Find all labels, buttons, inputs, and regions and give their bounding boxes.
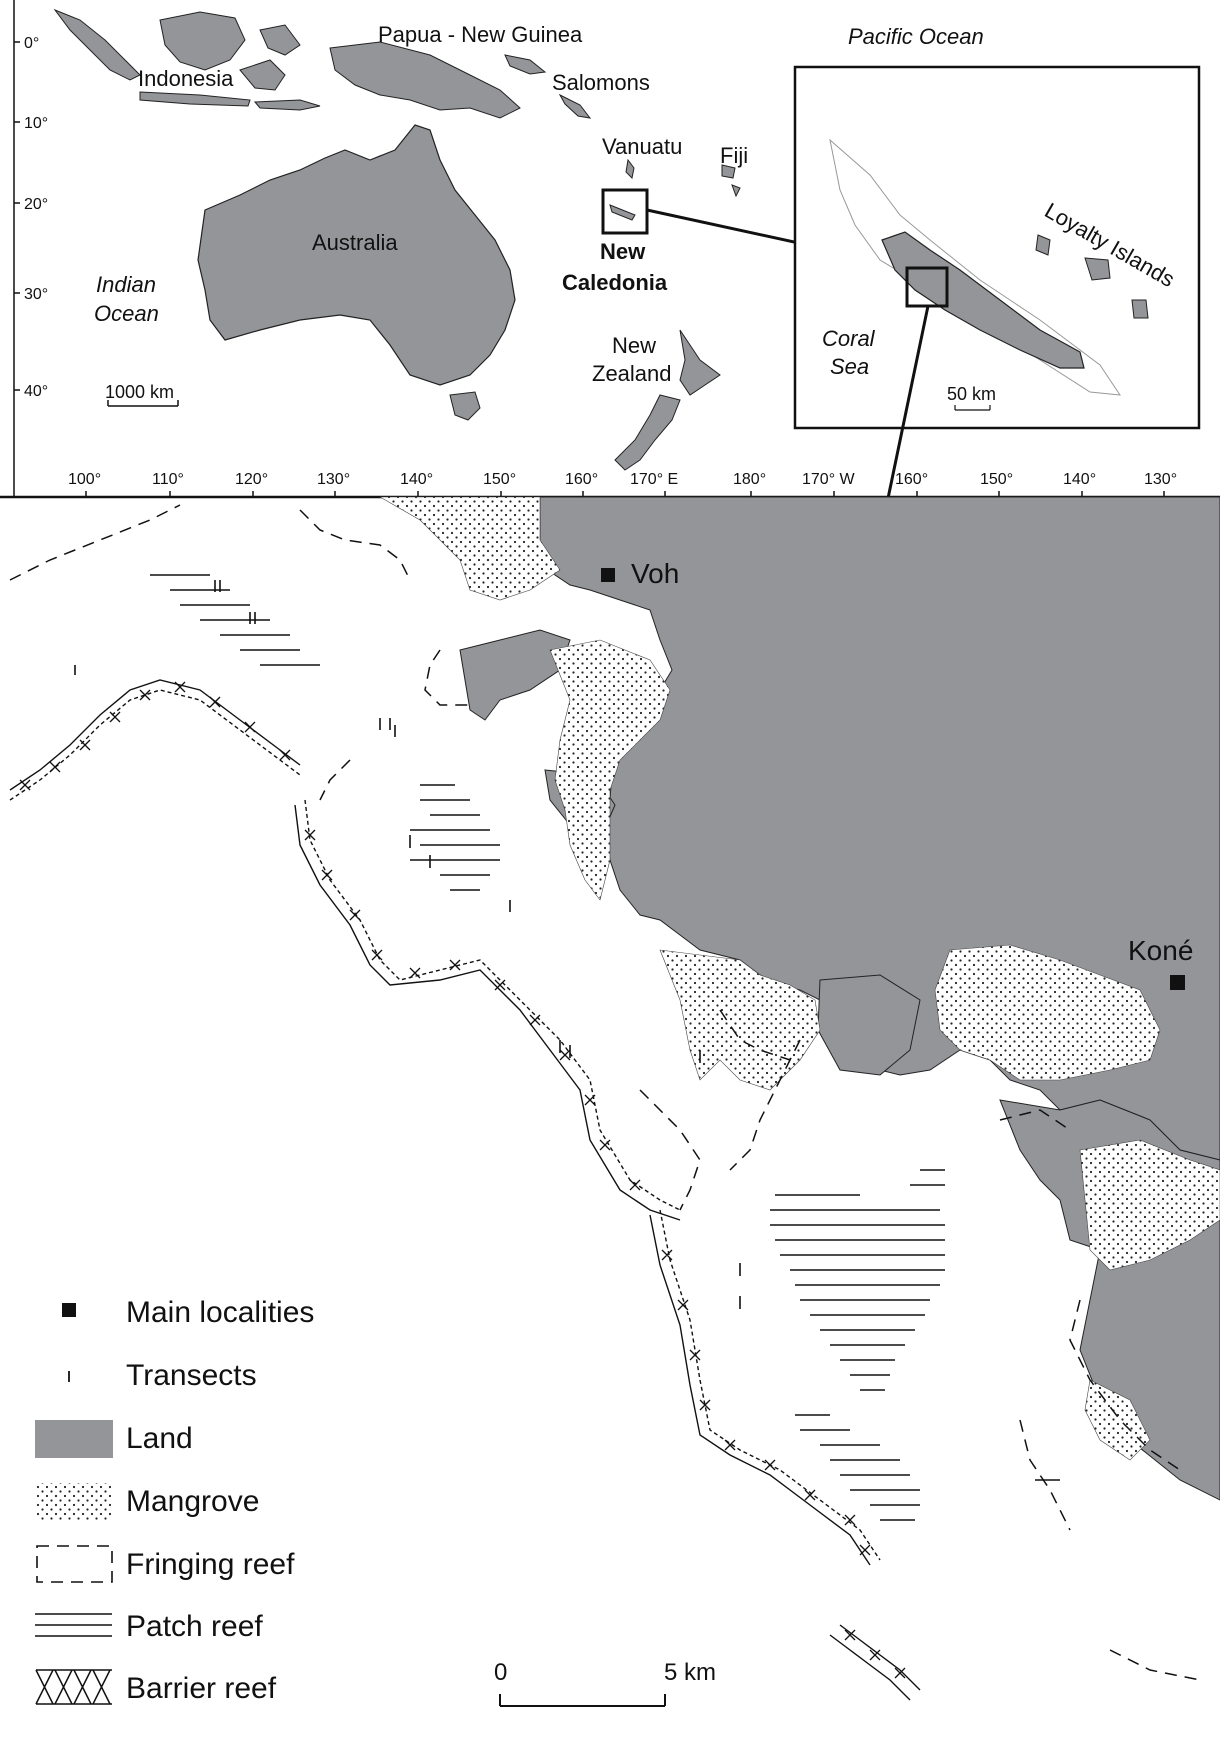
legend-label-transects: Transects <box>126 1359 257 1392</box>
detail-scale-end: 5 km <box>664 1659 716 1686</box>
inset-scale-bar <box>954 405 991 411</box>
legend-swatch-mangrove <box>35 1483 113 1521</box>
lon-tick-130w: 130° <box>1144 471 1177 488</box>
patch-reefs <box>150 574 1060 1521</box>
detail-scale-start: 0 <box>494 1659 507 1686</box>
longitude-ticks <box>85 491 1165 497</box>
label-indonesia: Indonesia <box>138 66 234 91</box>
land-south-headland <box>817 974 921 1076</box>
lon-tick-140: 140° <box>400 471 433 488</box>
png-land <box>329 41 592 119</box>
lon-tick-100: 100° <box>68 471 101 488</box>
lon-tick-120: 120° <box>235 471 268 488</box>
legend-label-barrier-reef: Barrier reef <box>126 1672 277 1705</box>
legend-swatch-barrier-reef <box>35 1669 112 1705</box>
barrier-reef-crosses <box>19 681 906 1679</box>
label-new-zealand-line1: New <box>612 333 656 358</box>
legend-swatch-land <box>35 1420 113 1458</box>
lon-tick-180: 180° <box>733 471 766 488</box>
lat-tick-20: 20° <box>24 196 48 213</box>
tasmania-land <box>449 391 481 421</box>
land-west-peninsula <box>459 629 571 721</box>
label-coral-sea-line2: Sea <box>830 354 869 379</box>
legend-label-fringing-reef: Fringing reef <box>126 1548 295 1581</box>
kone-marker <box>1170 975 1185 990</box>
lat-tick-0: 0° <box>24 35 39 52</box>
legend-swatch-main-localities <box>62 1303 76 1317</box>
grande-terre-land <box>881 231 1085 369</box>
label-pacific-ocean: Pacific Ocean <box>848 24 984 49</box>
overview-scale-bar <box>107 400 179 407</box>
lon-tick-170e: 170° E <box>630 471 678 488</box>
fringing-reefs <box>9 504 1201 1681</box>
lon-tick-150w: 150° <box>980 471 1013 488</box>
label-new-caledonia-line2: Caledonia <box>562 270 668 295</box>
voh-marker <box>601 568 615 582</box>
label-australia: Australia <box>312 230 398 255</box>
new-zealand-land <box>614 329 721 471</box>
inset-map: Pacific Ocean Loyalty Islands Coral Sea … <box>793 24 1201 600</box>
legend-swatch-patch-reef <box>35 1613 112 1637</box>
lon-tick-160w: 160° <box>895 471 928 488</box>
legend: Main localities Transects Land Mangrove … <box>0 1290 330 1738</box>
label-indian-ocean-line2: Ocean <box>94 301 159 326</box>
lon-tick-110: 110° <box>152 471 184 488</box>
australia-land <box>197 124 516 386</box>
legend-label-mangrove: Mangrove <box>126 1485 259 1518</box>
latitude-ticks <box>14 41 20 391</box>
inset-scale-label: 50 km <box>947 384 996 404</box>
mangrove-areas <box>378 496 1220 1461</box>
loyalty-islands-land <box>1035 234 1149 319</box>
label-indian-ocean-line1: Indian <box>96 272 156 297</box>
legend-label-patch-reef: Patch reef <box>126 1610 263 1643</box>
legend-swatch-fringing-reef <box>36 1545 113 1583</box>
lat-tick-10: 10° <box>24 115 48 132</box>
detail-map: Voh Koné 0 5 km <box>9 496 1220 1707</box>
legend-label-land: Land <box>126 1422 193 1455</box>
lon-tick-150: 150° <box>483 471 516 488</box>
label-kone: Koné <box>1128 935 1193 966</box>
overview-scale-label: 1000 km <box>105 382 174 402</box>
label-coral-sea-line1: Coral <box>822 326 876 351</box>
lon-tick-130: 130° <box>317 471 350 488</box>
detail-scale-bar <box>499 1694 666 1707</box>
inset-reef-outline <box>829 138 1122 396</box>
lat-tick-30: 30° <box>24 286 48 303</box>
label-fiji: Fiji <box>720 143 748 168</box>
legend-label-main-localities: Main localities <box>126 1296 314 1329</box>
lon-tick-170w: 170° W <box>802 471 856 488</box>
inset-frame <box>793 65 1201 430</box>
label-new-zealand-line2: Zealand <box>592 361 672 386</box>
lon-tick-160: 160° <box>565 471 598 488</box>
indonesia-land <box>53 8 321 111</box>
label-salomons: Salomons <box>552 70 650 95</box>
label-papua-new-guinea: Papua - New Guinea <box>378 22 583 47</box>
lat-tick-40: 40° <box>24 383 48 400</box>
label-vanuatu: Vanuatu <box>602 134 682 159</box>
label-new-caledonia-line1: New <box>600 239 646 264</box>
label-voh: Voh <box>631 558 679 589</box>
lon-tick-140w: 140° <box>1063 471 1096 488</box>
pacific-islands <box>609 158 741 221</box>
barrier-reefs <box>9 679 921 1701</box>
transects <box>74 580 741 1309</box>
